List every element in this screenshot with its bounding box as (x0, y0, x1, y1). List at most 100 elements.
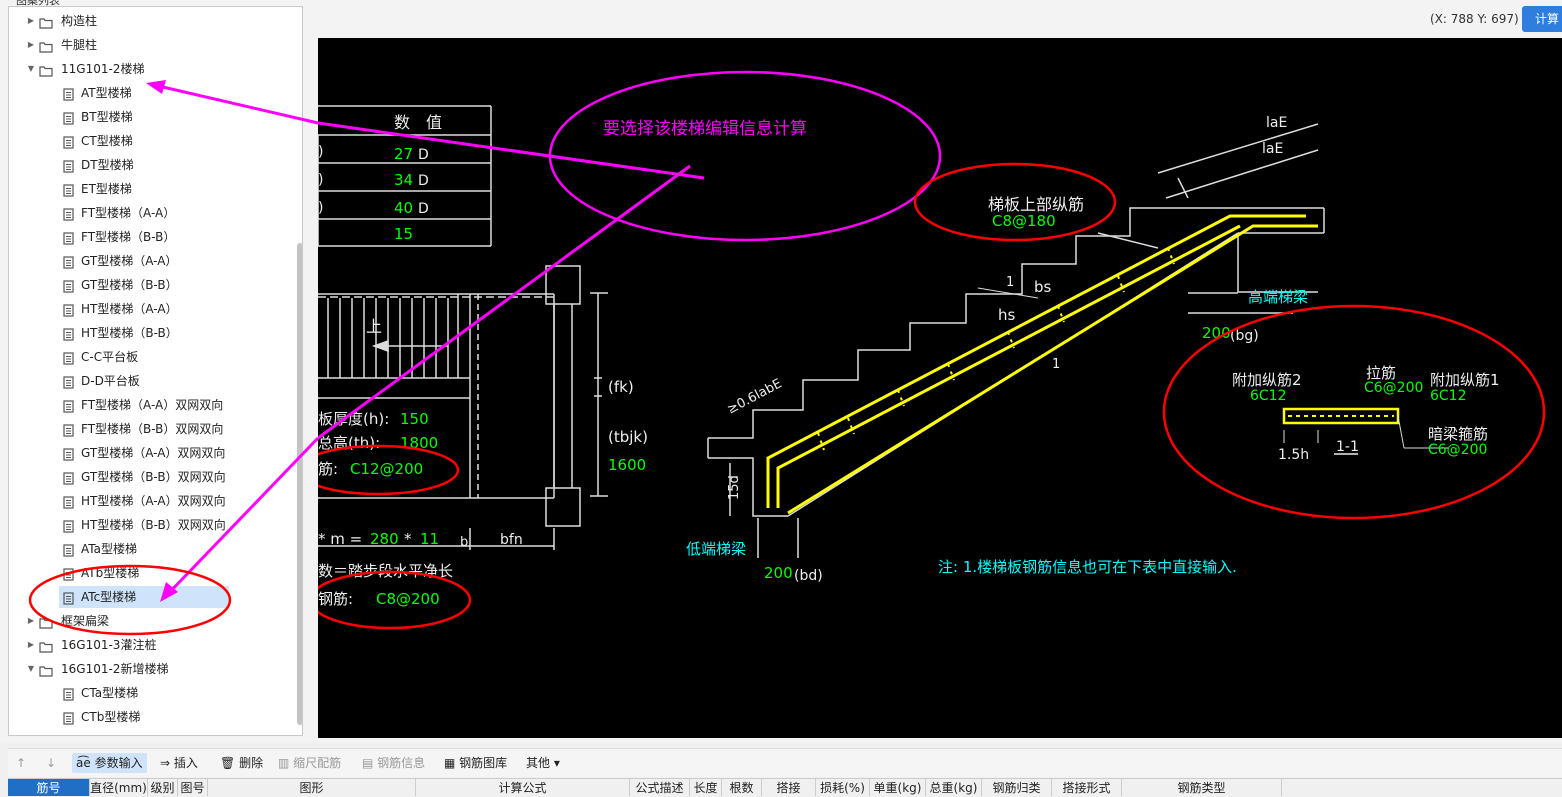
tree-folder[interactable]: ▶ 牛腿柱 (9, 34, 289, 56)
scale-rebar-button[interactable]: ▥ 缩尺配筋 (278, 756, 342, 770)
tree-label: HT型楼梯（A-A）双网双向 (81, 494, 226, 508)
tree-label: FT型楼梯（A-A） (81, 206, 176, 220)
tree-folder[interactable]: ▶16G101-3灌注桩 (9, 634, 289, 656)
column-header[interactable]: 级别 (148, 779, 178, 796)
dist-rebar-value: C8@200 (376, 590, 440, 608)
column-header[interactable]: 图形 (208, 779, 416, 796)
info-icon: ▤ (362, 756, 378, 770)
graphic-display-panel: (X: 788 Y: 697) 计算 数 值 ) 27 D ) 34 D ) 4… (312, 0, 1562, 742)
tree-scrollbar[interactable] (297, 243, 302, 725)
rebar-info-button[interactable]: ▤ 钢筋信息 (362, 756, 426, 770)
chevron-right-icon[interactable]: ▶ (27, 16, 35, 25)
scale-icon: ▥ (278, 756, 294, 770)
tree-label: GT型楼梯（B-B） (81, 278, 178, 292)
column-header[interactable]: 直径(mm) (90, 779, 148, 796)
library-icon: ▦ (444, 756, 460, 770)
hidden-stirrup-label: 暗梁箍筋 (1428, 425, 1488, 443)
tree-item[interactable]: ATb型楼梯 (9, 562, 289, 584)
chevron-down-icon[interactable]: ▼ (27, 664, 35, 673)
chevron-right-icon[interactable]: ▶ (27, 640, 35, 649)
chevron-right-icon[interactable]: ▶ (27, 40, 35, 49)
column-header[interactable]: 长度 (690, 779, 722, 796)
column-header[interactable]: 搭接 (762, 779, 816, 796)
tree-item[interactable]: CT型楼梯 (9, 130, 289, 152)
column-header[interactable]: 图号 (178, 779, 208, 796)
column-header[interactable]: 计算公式 (416, 779, 630, 796)
chevron-right-icon[interactable]: ▶ (27, 616, 35, 625)
column-header[interactable]: 损耗(%) (816, 779, 870, 796)
column-header[interactable]: 搭接形式 (1052, 779, 1122, 796)
note-text: 注: 1.楼梯板钢筋信息也可在下表中直接输入. (938, 558, 1237, 576)
tree-item[interactable]: CTa型楼梯 (9, 682, 289, 704)
column-header[interactable]: 钢筋类型 (1122, 779, 1282, 796)
column-header[interactable]: 单重(kg) (870, 779, 926, 796)
tree-label: GT型楼梯（B-B）双网双向 (81, 470, 226, 484)
tree-item[interactable]: FT型楼梯（B-B）双网双向 (9, 418, 289, 440)
tree-label: ATc型楼梯 (81, 590, 137, 604)
tree-item[interactable]: HT型楼梯（A-A）双网双向 (9, 490, 289, 512)
tree-label: BT型楼梯 (81, 110, 133, 124)
column-header[interactable]: 公式描述 (630, 779, 690, 796)
document-icon (63, 158, 74, 180)
extra-rebar2-value: 6C12 (1250, 388, 1287, 404)
param-input-button[interactable]: a͡e 参数输入 (72, 753, 147, 773)
tree-item[interactable]: GT型楼梯（B-B） (9, 274, 289, 296)
insert-button[interactable]: ⇒ 插入 (160, 756, 198, 770)
tree-item[interactable]: FT型楼梯（A-A） (9, 202, 289, 224)
panel-caption: 图案列表 (16, 0, 60, 7)
tree-item[interactable]: ATa型楼梯 (9, 538, 289, 560)
tree-label: DT型楼梯 (81, 158, 134, 172)
tree-folder[interactable]: ▼16G101-2新增楼梯 (9, 658, 289, 680)
table-row-1-label: ) (318, 144, 323, 160)
tree-item[interactable]: D-D平台板 (9, 370, 289, 392)
tree-item[interactable]: FT型楼梯（B-B） (9, 226, 289, 248)
tree-label: GT型楼梯（A-A）双网双向 (81, 446, 226, 460)
param-input-icon: a͡e (76, 756, 95, 770)
chevron-down-icon[interactable]: ▼ (27, 64, 35, 73)
other-menu-button[interactable]: 其他 ▾ (526, 756, 560, 770)
tree-item[interactable]: GT型楼梯（A-A） (9, 250, 289, 272)
steps-star: * (404, 530, 412, 548)
column-header[interactable]: 根数 (722, 779, 762, 796)
tree-label: 牛腿柱 (61, 38, 98, 52)
tree-label: 11G101-2楼梯 (61, 62, 145, 76)
column-header[interactable]: 总重(kg) (926, 779, 982, 796)
column-header[interactable]: 钢筋归类 (982, 779, 1052, 796)
tree-item[interactable]: ATc型楼梯 (59, 586, 229, 608)
document-icon (63, 302, 74, 324)
folder-icon (39, 38, 53, 60)
tree-item[interactable]: C-C平台板 (9, 346, 289, 368)
drawing-canvas[interactable]: 数 值 ) 27 D ) 34 D ) 40 D 15 (318, 38, 1562, 738)
folder-icon (39, 14, 53, 36)
tree-item[interactable]: AT型楼梯 (9, 82, 289, 104)
tree-item[interactable]: GT型楼梯（B-B）双网双向 (9, 466, 289, 488)
move-down-button[interactable]: ↓ (46, 756, 57, 770)
document-icon (63, 422, 74, 444)
move-up-button[interactable]: ↑ (16, 756, 27, 770)
tree-item[interactable]: FT型楼梯（A-A）双网双向 (9, 394, 289, 416)
document-icon (63, 350, 74, 372)
calculate-button[interactable]: 计算 (1522, 6, 1562, 32)
column-header[interactable]: 筋号 (8, 779, 90, 796)
delete-button[interactable]: 🗑 删除 (220, 756, 264, 770)
extra-rebar2-label: 附加纵筋2 (1232, 371, 1302, 389)
b-label: b (460, 535, 468, 550)
tree-folder[interactable]: ▶框架扁梁 (9, 610, 289, 632)
tree-item[interactable]: HT型楼梯（B-B） (9, 322, 289, 344)
tree-item[interactable]: GT型楼梯（A-A）双网双向 (9, 442, 289, 464)
rebar-label: 筋: (318, 460, 338, 478)
tree-item[interactable]: ET型楼梯 (9, 178, 289, 200)
tree-label: HT型楼梯（A-A） (81, 302, 178, 316)
tree-item[interactable]: BT型楼梯 (9, 106, 289, 128)
tree-item[interactable]: HT型楼梯（B-B）双网双向 (9, 514, 289, 536)
tree-folder[interactable]: ▼ 11G101-2楼梯 (9, 58, 289, 80)
rebar-library-button[interactable]: ▦ 钢筋图库 (444, 756, 508, 770)
tree-folder[interactable]: ▶构造柱 (9, 10, 289, 32)
folder-icon (39, 614, 53, 636)
plan-view (318, 265, 608, 550)
tree-item[interactable]: HT型楼梯（A-A） (9, 298, 289, 320)
tree-item[interactable]: CTb型楼梯 (9, 706, 289, 728)
tree-item[interactable]: DT型楼梯 (9, 154, 289, 176)
